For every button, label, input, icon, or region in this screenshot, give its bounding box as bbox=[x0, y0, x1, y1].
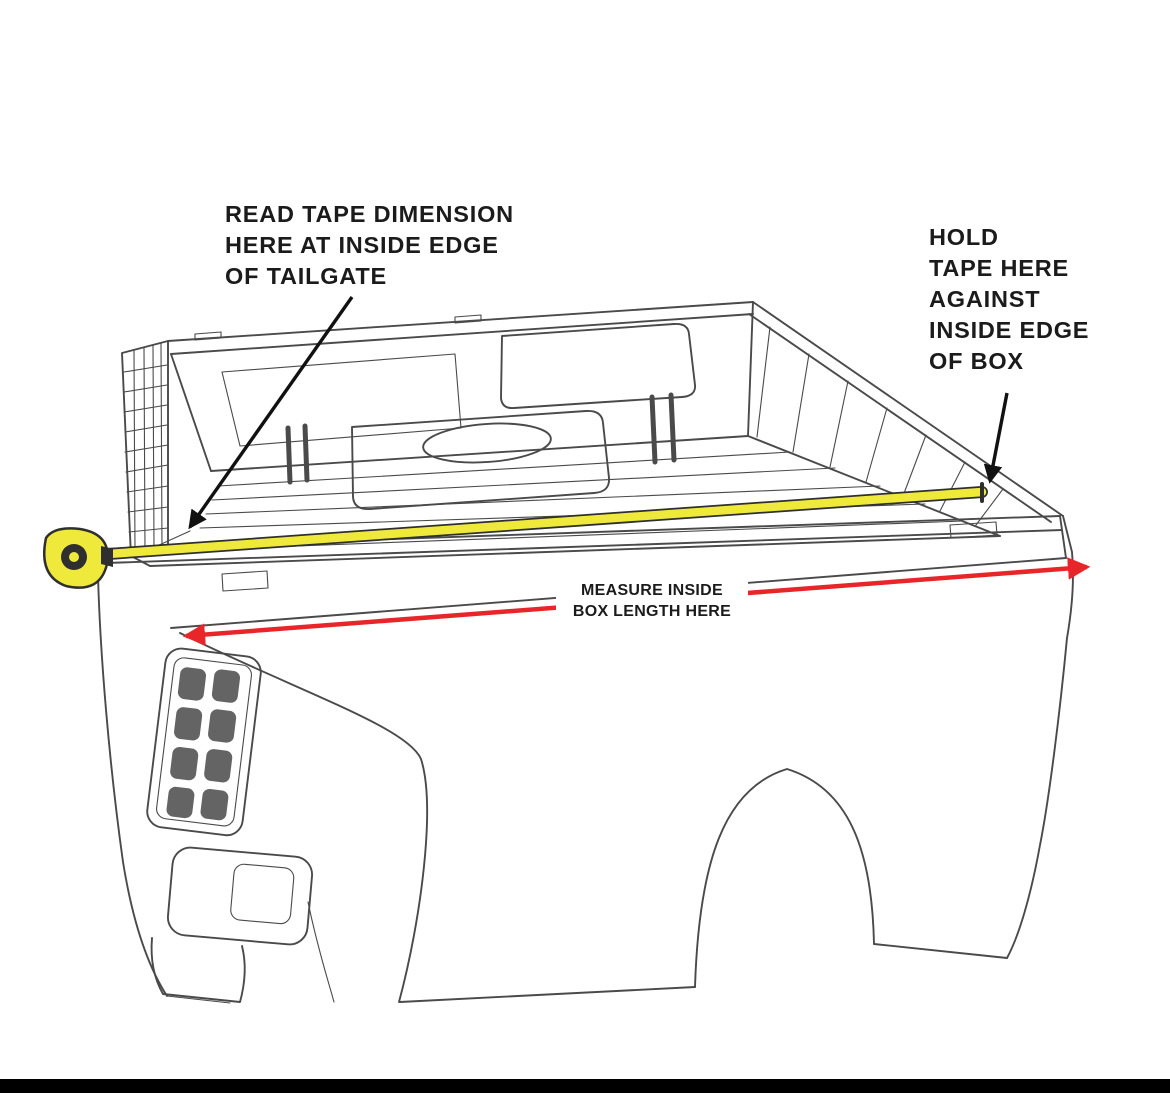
annotation-read-tape-line-1: READ TAPE DIMENSION bbox=[225, 201, 514, 227]
annotation-hold-tape-line-4: INSIDE EDGE bbox=[929, 317, 1090, 343]
rear-bumper bbox=[150, 846, 335, 1003]
truck-bed-illustration bbox=[97, 301, 1074, 1004]
far-bedside-inner bbox=[167, 301, 754, 472]
annotation-read-tape: READ TAPE DIMENSION HERE AT INSIDE EDGE … bbox=[225, 199, 514, 292]
tape-measure-body bbox=[43, 527, 113, 589]
measure-inside-label-line-2: BOX LENGTH HERE bbox=[572, 602, 732, 620]
annotation-arrow-to-tailgate bbox=[188, 296, 354, 530]
tail-light bbox=[146, 647, 262, 837]
tie-down-cleats bbox=[285, 392, 677, 485]
floor-hump bbox=[351, 410, 610, 510]
annotation-read-tape-line-2: HERE AT INSIDE EDGE bbox=[225, 232, 499, 258]
annotation-hold-tape-line-2: TAPE HERE bbox=[929, 255, 1069, 281]
annotation-hold-tape-line-5: OF BOX bbox=[929, 348, 1024, 374]
bedside-exterior bbox=[97, 515, 1074, 1004]
annotation-arrow-to-box-edge bbox=[983, 392, 1009, 484]
annotation-read-tape-line-3: OF TAILGATE bbox=[225, 263, 387, 289]
wheel-arch bbox=[694, 768, 875, 988]
bottom-black-bar bbox=[0, 1079, 1170, 1093]
measure-inside-label: MEASURE INSIDE BOX LENGTH HERE bbox=[556, 577, 748, 624]
tape-measure bbox=[43, 482, 988, 589]
tailgate-grid bbox=[121, 340, 169, 558]
tape-blade bbox=[75, 487, 987, 561]
annotation-hold-tape: HOLD TAPE HERE AGAINST INSIDE EDGE OF BO… bbox=[929, 222, 1089, 377]
annotation-hold-tape-line-3: AGAINST bbox=[929, 286, 1041, 312]
annotation-hold-tape-line-1: HOLD bbox=[929, 224, 999, 250]
measure-inside-label-line-1: MEASURE INSIDE bbox=[581, 581, 723, 599]
